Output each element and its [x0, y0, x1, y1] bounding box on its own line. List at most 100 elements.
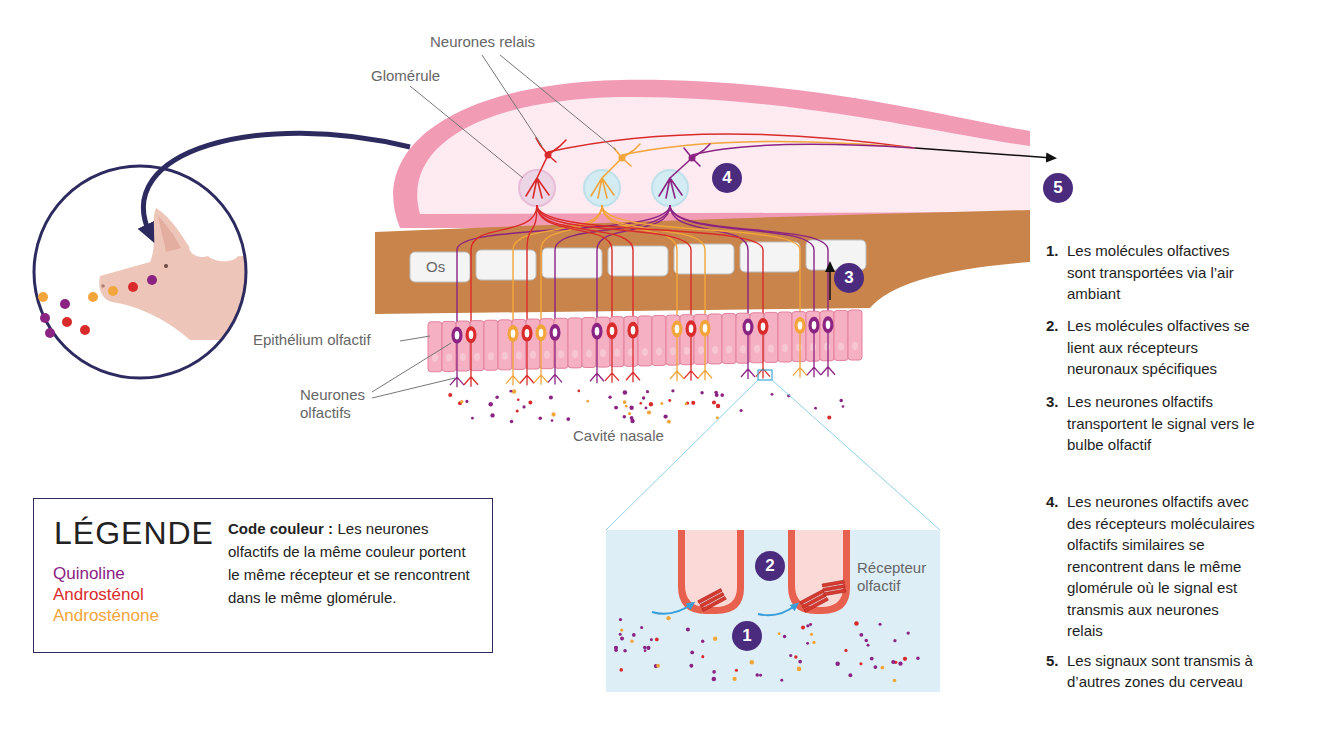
cell-nucleus: [810, 343, 816, 351]
step-text: Les neurones olfactifs avec des récepteu…: [1067, 491, 1257, 642]
odor-molecule: [619, 668, 623, 672]
odor-molecule: [495, 395, 499, 399]
odor-molecule: [586, 400, 589, 403]
epithelium-cell: [834, 310, 848, 360]
neuron-body: [743, 319, 754, 336]
neuron-body: [536, 324, 547, 341]
odor-molecules: [448, 389, 844, 423]
odor-molecule: [735, 669, 738, 672]
odor-molecule: [859, 662, 862, 665]
cell-nucleus: [824, 343, 830, 351]
step-text: Les neurones olfactifs transportent le s…: [1067, 391, 1257, 456]
dendrite: [464, 343, 478, 387]
legend-swatch: Androsténone: [53, 605, 159, 626]
olfactory-epithelium: [428, 310, 862, 372]
odor-molecule: [867, 644, 870, 647]
axons: [457, 205, 828, 327]
dendrite: [626, 338, 640, 382]
callout-number: 4: [712, 163, 742, 193]
odor-molecule: [903, 657, 907, 661]
step-text: Les molécules olfactives sont transporté…: [1067, 240, 1257, 305]
epithelium-cell: [484, 320, 498, 370]
legend-note: Code couleur :Les neurones olfactifs de …: [228, 517, 476, 609]
odor-molecule: [522, 405, 525, 408]
dendrite: [450, 343, 464, 387]
epithelium-cell: [638, 316, 652, 366]
odor-molecule: [660, 402, 663, 405]
neuron-nucleus: [761, 322, 766, 330]
neuron-body: [522, 325, 533, 342]
odor-molecule: [623, 390, 628, 395]
odor-molecule: [642, 396, 645, 399]
epithelium-cell: [652, 316, 666, 366]
axon: [602, 205, 677, 321]
odor-molecule: [667, 420, 671, 424]
epithelium-cell: [722, 314, 736, 364]
cell-nucleus: [586, 349, 592, 357]
neuron-nucleus: [798, 321, 803, 329]
step-number: 1.: [1046, 240, 1066, 262]
neuron-nucleus: [675, 325, 680, 333]
odor-molecule: [625, 405, 628, 408]
cell-nucleus: [684, 347, 690, 355]
odor-molecule: [630, 640, 633, 643]
cell-nucleus: [656, 348, 662, 356]
bone: [375, 210, 1030, 314]
odor-molecule: [716, 404, 720, 408]
cell-nucleus: [600, 349, 606, 357]
cell-nucleus: [642, 348, 648, 356]
odor-molecule: [916, 657, 919, 660]
odor-molecule: [644, 649, 647, 652]
neuron-nucleus: [826, 321, 831, 329]
cell-tip-inner: [795, 530, 843, 607]
dendrite: [605, 339, 619, 383]
odor-molecule: [794, 655, 797, 658]
odor-molecule: [691, 401, 695, 405]
odor-molecule: [814, 407, 817, 410]
cell-nucleus: [712, 346, 718, 354]
odor-molecule: [668, 399, 671, 402]
glomerulus: [584, 170, 620, 206]
signal-arrow: [829, 266, 831, 300]
dendrite: [534, 341, 548, 385]
neuron-body: [758, 318, 769, 335]
odor-molecule: [649, 402, 653, 406]
odor-molecule: [789, 654, 792, 657]
odor-molecule: [628, 412, 631, 415]
odor-molecule: [551, 419, 554, 422]
odor-molecule: [689, 664, 693, 668]
callout-number: 2: [755, 551, 785, 581]
odor-molecule: [656, 664, 660, 668]
odor-molecule: [646, 390, 649, 393]
odor-molecule: [623, 415, 627, 419]
axon: [670, 205, 828, 317]
odor-molecule: [566, 417, 570, 421]
odor-molecule: [516, 410, 519, 413]
neuron-nucleus: [553, 328, 558, 336]
cell-nucleus: [544, 351, 550, 359]
callout-circles: [712, 163, 1073, 651]
odor-molecule: [759, 674, 762, 677]
odor-molecule: [549, 396, 553, 400]
neuron-nucleus: [511, 329, 516, 337]
dendrite: [548, 340, 562, 384]
epithelium-cell: [708, 314, 722, 364]
odor-molecule: [720, 393, 724, 397]
dendrite: [807, 333, 821, 377]
glomerulus: [652, 170, 688, 206]
odor-molecule: [755, 673, 759, 677]
cell-nucleus: [572, 350, 578, 358]
neuron-nucleus: [455, 331, 460, 339]
odor-molecule: [577, 390, 580, 393]
epithelium-cell: [792, 312, 806, 362]
odor-molecule: [623, 649, 627, 653]
neuron-body: [628, 322, 639, 339]
axon: [602, 205, 705, 320]
neuron-body: [607, 322, 618, 339]
step-number: 2.: [1046, 315, 1066, 337]
odor-molecule: [619, 618, 622, 621]
step-number: 5.: [1046, 650, 1066, 672]
odor-molecule: [663, 414, 667, 418]
callout-number: 3: [834, 263, 864, 293]
odor-molecule: [865, 639, 868, 642]
